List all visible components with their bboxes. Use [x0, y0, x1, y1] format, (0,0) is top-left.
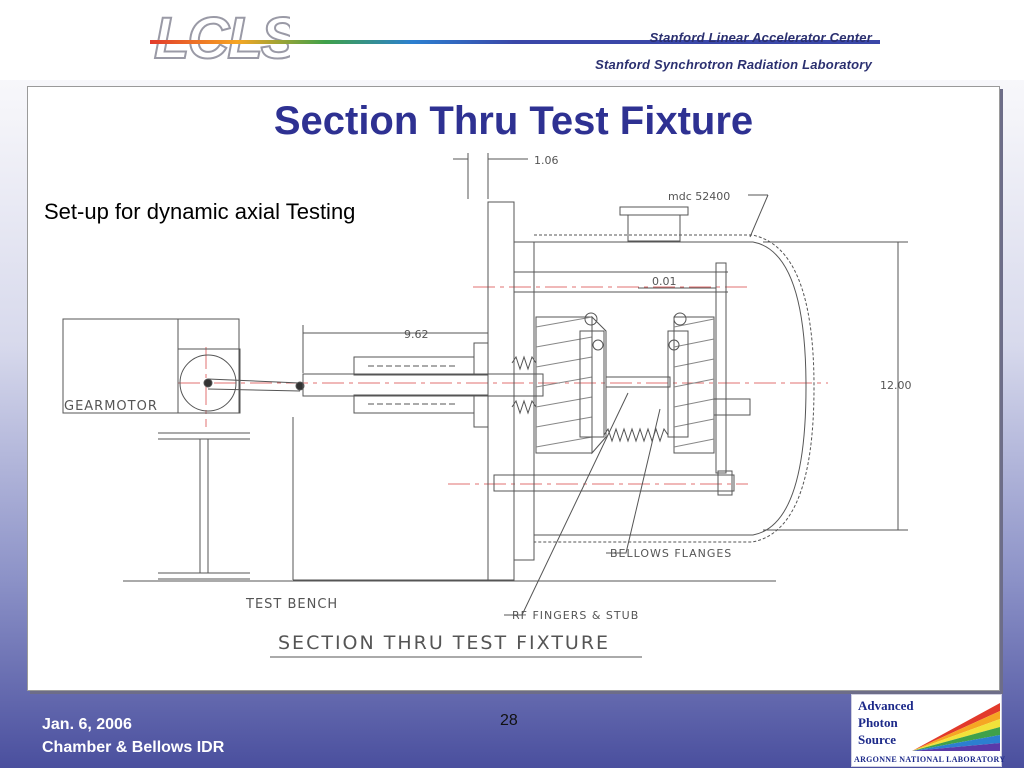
lower-rod	[493, 470, 735, 496]
slide-subtitle: Set-up for dynamic axial Testing	[44, 199, 356, 224]
link-arm	[207, 378, 305, 392]
dimension-top: 1.06	[453, 153, 559, 199]
header-rainbow-rule	[150, 40, 880, 44]
rf-fingers-label: RF FINGERS & STUB	[512, 609, 639, 622]
dimension-gap: 0.01	[638, 275, 716, 289]
footer-title: Chamber & Bellows IDR	[42, 739, 225, 756]
aps-rainbow-icon	[912, 703, 1000, 751]
drive-shaft	[302, 373, 544, 397]
callout-part-number: mdc 52400	[668, 190, 769, 238]
dim-gap-label: 0.01	[652, 275, 677, 288]
footer-date: Jan. 6, 2006	[42, 716, 132, 733]
test-bench-label: TEST BENCH	[245, 597, 338, 612]
callout-bellows-flanges: BELLOWS FLANGES	[606, 408, 732, 560]
gearmotor-label: GEARMOTOR	[64, 399, 158, 414]
callout-rf-fingers: RF FINGERS & STUB	[504, 392, 639, 622]
slide-number: 28	[500, 712, 518, 729]
org-line-slac: Stanford Linear Accelerator Center	[649, 30, 872, 45]
logo-text: LCLS	[154, 6, 290, 68]
dimension-right: 12.00	[763, 241, 912, 531]
rf-stub	[584, 312, 687, 443]
small-springs	[511, 355, 537, 415]
aps-line-3: Source	[858, 732, 897, 747]
centerlines	[178, 286, 828, 485]
org-line-ssrl: Stanford Synchrotron Radiation Laborator…	[595, 57, 872, 72]
slide-title: Section Thru Test Fixture	[273, 99, 754, 143]
chamber	[514, 206, 815, 543]
aps-lab-name: ARGONNE NATIONAL LABORATORY	[854, 755, 1006, 764]
bellows-flanges-label: BELLOWS FLANGES	[610, 547, 732, 560]
drawing-caption: SECTION THRU TEST FIXTURE	[278, 632, 610, 654]
dimension-left: 9.62	[302, 325, 488, 373]
aps-line-2: Photon	[858, 715, 898, 730]
right-flange	[667, 316, 751, 454]
gearmotor	[62, 318, 241, 414]
cad-drawing: 1.06 9.62 12.00 0.01 mdc 52400 GEARMOTOR…	[62, 153, 912, 658]
aps-logo: Advanced Photon Source ARGONNE NATIONAL …	[851, 694, 1006, 767]
i-beam	[158, 432, 250, 580]
support-plate	[292, 201, 535, 581]
aps-line-1: Advanced	[858, 698, 914, 713]
slide-panel: Section Thru Test Fixture Set-up for dyn…	[27, 86, 1000, 691]
dim-top-label: 1.06	[534, 154, 559, 167]
part-number-label: mdc 52400	[668, 190, 730, 203]
lcls-logo: LCLS	[153, 6, 290, 68]
bushing-housing	[353, 342, 489, 428]
dim-right-label: 12.00	[880, 379, 912, 392]
dim-left-label: 9.62	[404, 328, 429, 341]
left-flange	[535, 315, 607, 455]
